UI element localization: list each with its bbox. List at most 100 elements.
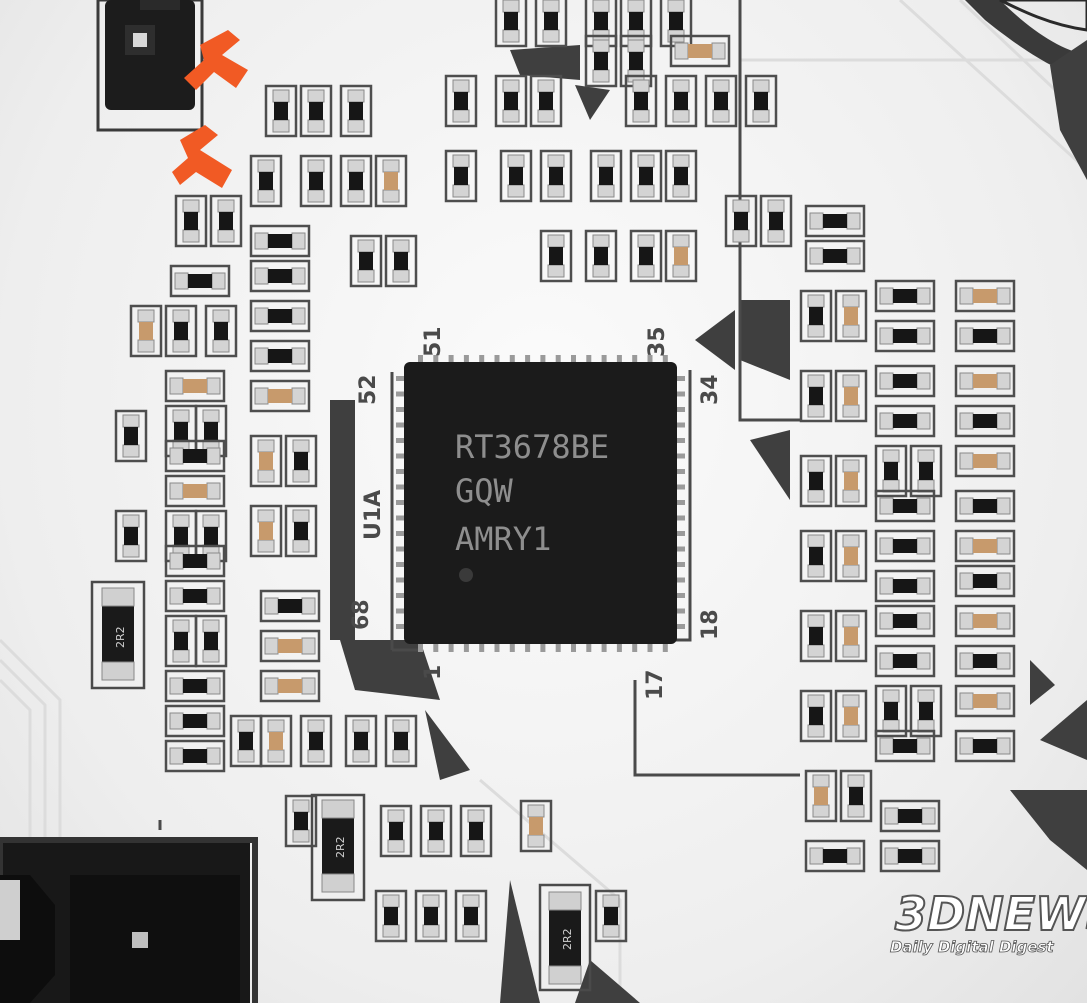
watermark: 3DNEWS Daily Digital Digest — [890, 886, 1087, 956]
smd-component — [834, 289, 868, 343]
smd-component — [799, 529, 833, 583]
smd-component — [129, 304, 163, 358]
smd-component — [114, 409, 148, 463]
smd-component — [874, 444, 908, 498]
smd-component — [194, 614, 228, 668]
smd-component — [799, 689, 833, 743]
smd-component — [954, 684, 1016, 718]
smd-component — [879, 799, 941, 833]
smd-component — [114, 509, 148, 563]
smd-component — [954, 564, 1016, 598]
smd-component — [659, 0, 693, 48]
jumper-marker-icon — [172, 30, 248, 188]
pin-labels: 51 52 35 34 68 1 18 17 U1A — [349, 326, 723, 700]
smd-component — [954, 604, 1016, 638]
chip-part-number: RT3678BE — [455, 428, 609, 466]
smd-component — [259, 714, 293, 768]
smd-component — [619, 0, 653, 48]
smd-component — [204, 304, 238, 358]
smd-component — [879, 839, 941, 873]
inductor-mark: 2R2 — [334, 836, 347, 858]
smd-component — [374, 889, 408, 943]
smd-component — [909, 444, 943, 498]
smd-component — [494, 0, 528, 48]
board-silkscreen-shapes — [330, 0, 1087, 1003]
watermark-logo: 3DNEWS — [895, 887, 1087, 941]
smd-component — [874, 684, 908, 738]
smd-component — [799, 609, 833, 663]
smd-component — [874, 529, 936, 563]
smd-component — [164, 614, 198, 668]
chip-lot-line: AMRY1 — [455, 520, 551, 558]
smd-component — [299, 84, 333, 138]
smd-component — [874, 644, 936, 678]
pin-label-52: 52 — [356, 374, 381, 405]
smd-component — [164, 579, 226, 613]
smd-component — [954, 644, 1016, 678]
inductor: 2R2 — [310, 793, 366, 902]
smd-component — [454, 889, 488, 943]
smd-component — [249, 504, 283, 558]
smd-component — [799, 289, 833, 343]
smd-component — [444, 149, 478, 203]
chip-pins — [396, 355, 685, 652]
pin1-dot — [459, 568, 473, 582]
silkscreen-lines — [158, 0, 800, 830]
smd-component — [344, 714, 378, 768]
smd-component — [259, 589, 321, 623]
smd-component — [164, 369, 226, 403]
smd-component — [459, 804, 493, 858]
pin-label-18: 18 — [698, 609, 723, 640]
smd-component — [284, 434, 318, 488]
smd-component — [834, 609, 868, 663]
smd-component — [954, 279, 1016, 313]
pin-label-51: 51 — [421, 326, 446, 357]
smd-component — [954, 444, 1016, 478]
smd-component — [874, 489, 936, 523]
smd-component — [339, 84, 373, 138]
smd-component — [874, 364, 936, 398]
smd-component — [799, 369, 833, 423]
smd-component — [164, 704, 226, 738]
smd-component — [704, 74, 738, 128]
inductor-mark: 2R2 — [114, 626, 127, 648]
smd-component — [834, 369, 868, 423]
smd-component — [834, 529, 868, 583]
power-connector — [0, 837, 258, 1003]
smd-component — [499, 149, 533, 203]
smd-component — [629, 229, 663, 283]
smd-component — [164, 439, 226, 473]
smd-component — [419, 804, 453, 858]
smd-component — [804, 204, 866, 238]
smd-component — [539, 149, 573, 203]
smd-component — [954, 319, 1016, 353]
smd-component — [664, 149, 698, 203]
smd-component — [414, 889, 448, 943]
inductors: 2R2 2R2 2R2 — [90, 580, 592, 992]
chip-code-line: GQW — [455, 472, 514, 510]
smd-component — [954, 364, 1016, 398]
smd-component — [259, 629, 321, 663]
smd-component — [954, 489, 1016, 523]
smd-component — [834, 454, 868, 508]
passive-components — [114, 0, 1016, 943]
pmic-chip: RT3678BE GQW AMRY1 — [396, 355, 685, 652]
smd-component — [669, 34, 731, 68]
chip-body — [404, 362, 677, 644]
smd-component — [299, 154, 333, 208]
smd-component — [444, 74, 478, 128]
chip-designator: U1A — [361, 490, 386, 540]
smd-component — [169, 264, 231, 298]
smd-component — [249, 299, 311, 333]
smd-component — [299, 714, 333, 768]
smd-component — [954, 404, 1016, 438]
smd-component — [284, 504, 318, 558]
smd-component — [629, 149, 663, 203]
smd-component — [174, 194, 208, 248]
smd-component — [384, 234, 418, 288]
smd-component — [249, 154, 283, 208]
smd-component — [744, 74, 778, 128]
smd-component — [874, 569, 936, 603]
